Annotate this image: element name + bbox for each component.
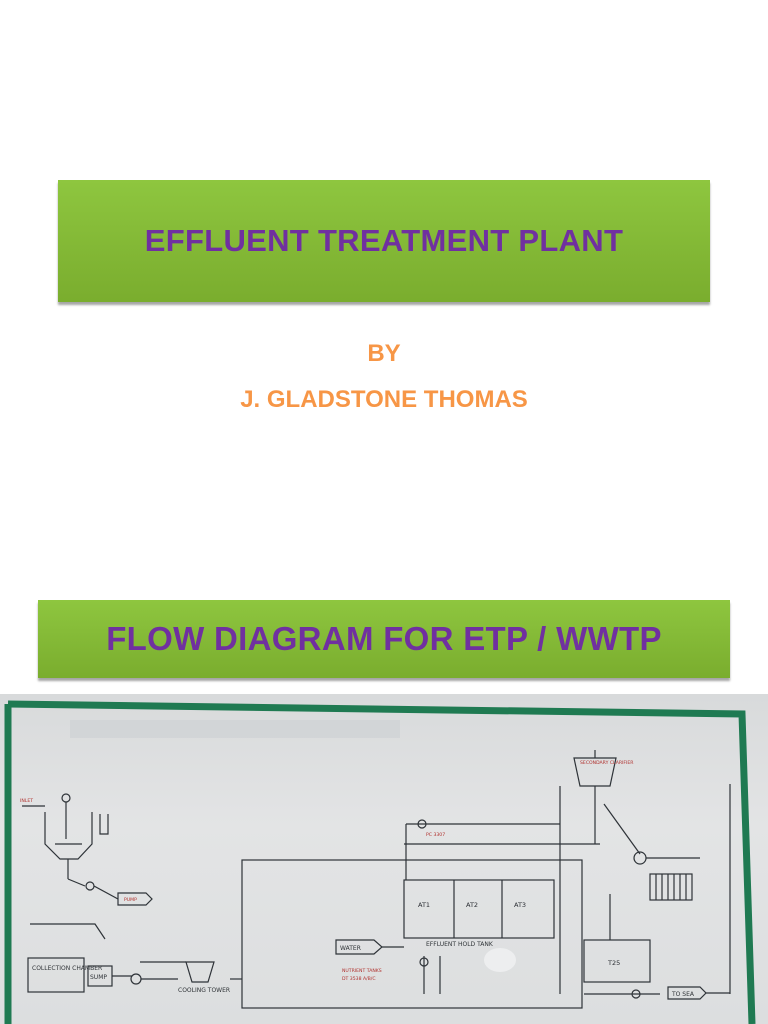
by-label: BY <box>367 340 401 367</box>
flow-diagram-title: FLOW DIAGRAM FOR ETP / WWTP <box>106 620 662 657</box>
clarifier-label: SECONDARY CLARIFIER <box>580 760 634 766</box>
author-name: J. GLADSTONE THOMAS <box>240 386 528 413</box>
water-label: WATER <box>340 945 361 952</box>
at3-label: AT3 <box>514 901 526 909</box>
at2-label: AT2 <box>466 901 478 909</box>
flow-diagram-photo: INLET PUMP COLLECTION CHAMBER SUMP COOLI… <box>0 694 768 1024</box>
collection-chamber-label: COLLECTION CHAMBER <box>32 965 102 972</box>
pump-label: PUMP <box>124 897 137 903</box>
to-sea-label: TO SEA <box>671 991 695 998</box>
title-banner: EFFLUENT TREATMENT PLANT <box>58 180 710 302</box>
inlet-label: INLET <box>20 798 33 804</box>
presentation-title: EFFLUENT TREATMENT PLANT <box>144 223 624 258</box>
flow-diagram-banner: FLOW DIAGRAM FOR ETP / WWTP <box>38 600 730 678</box>
sump-label: SUMP <box>90 974 107 981</box>
cooling-tower-label: COOLING TOWER <box>178 987 230 994</box>
pc-tag-label: PC 3307 <box>426 832 445 838</box>
effluent-holding-tank-label: EFFLUENT HOLD TANK <box>426 941 494 948</box>
flow-diagram-drawing: INLET PUMP COLLECTION CHAMBER SUMP COOLI… <box>4 700 756 1024</box>
title-slide: EFFLUENT TREATMENT PLANT BY J. GLADSTONE… <box>58 180 710 413</box>
nutrient-tanks-id-label: DT 3538 A/B/C <box>342 976 376 982</box>
t25-label: T25 <box>607 959 620 967</box>
at1-label: AT1 <box>418 901 430 909</box>
nutrient-tanks-label: NUTRIENT TANKS <box>342 968 382 974</box>
